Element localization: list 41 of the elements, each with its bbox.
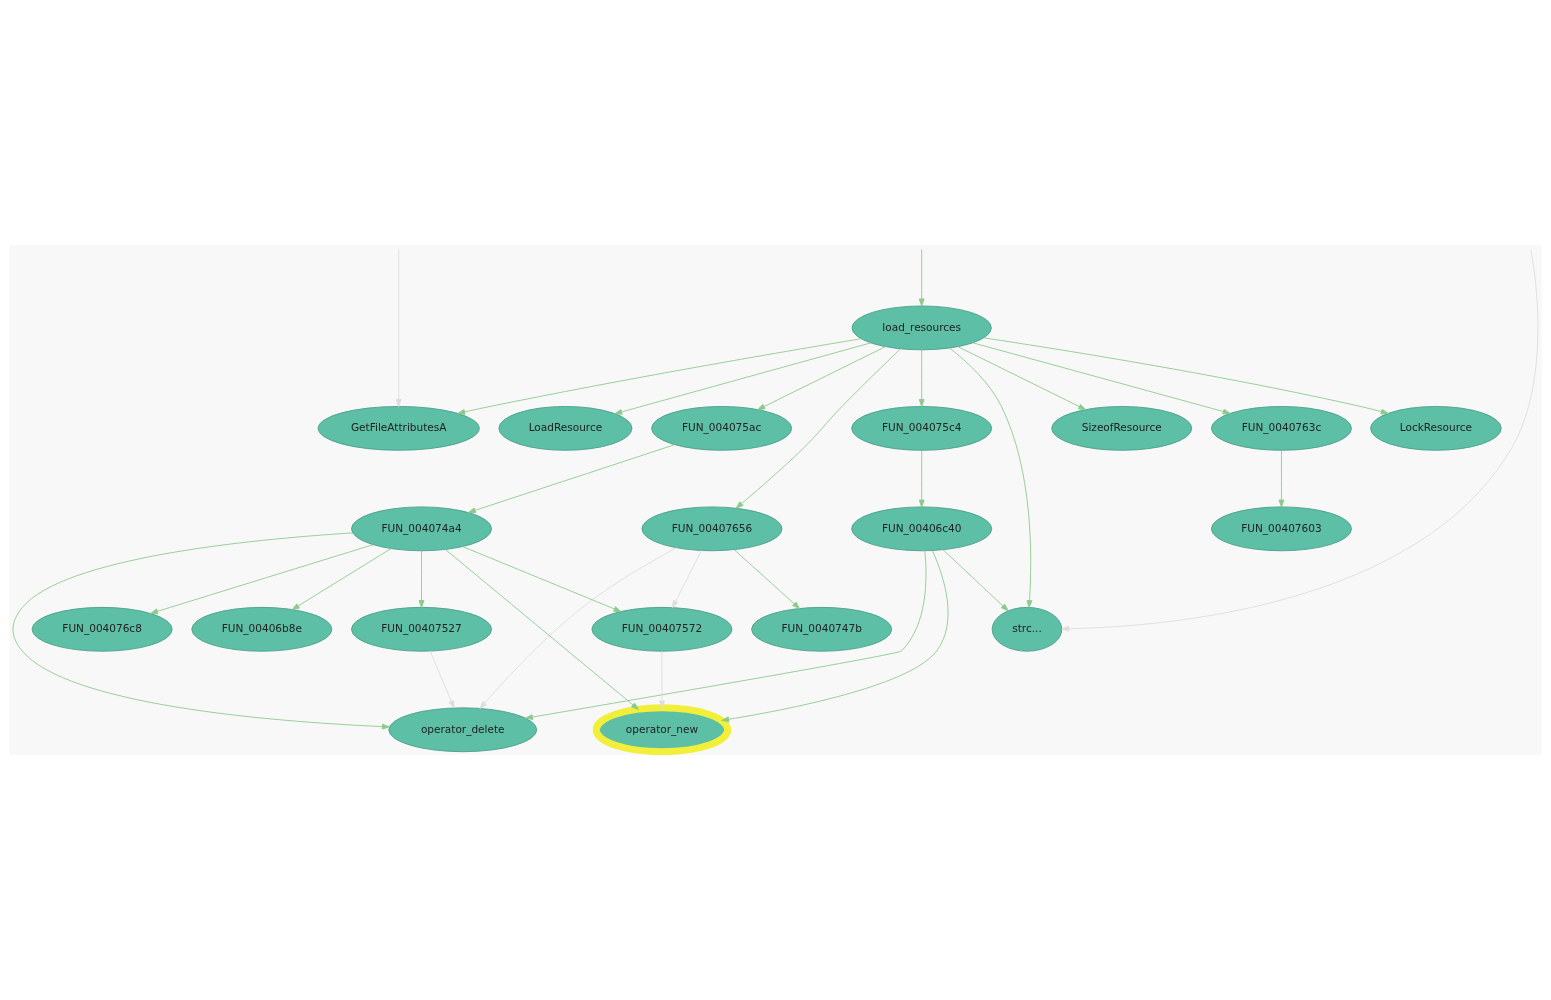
arrow — [457, 338, 862, 415]
arrow — [735, 348, 902, 509]
arrow — [462, 546, 622, 613]
arrow — [918, 349, 925, 408]
arrow — [1278, 449, 1285, 508]
node-ellipse: FUN_0040747b — [751, 606, 893, 652]
arrow — [479, 547, 678, 709]
arrow — [418, 550, 425, 608]
arrow — [972, 342, 1231, 415]
arrow — [757, 346, 887, 411]
arrow — [983, 337, 1389, 415]
node-ellipse: FUN_004075c4 — [851, 406, 993, 451]
node-ellipse: FUN_00407527 — [351, 606, 492, 652]
arrow — [721, 550, 949, 723]
node-ellipse: FUN_00406b8e — [191, 606, 333, 652]
node-ellipse: FUN_00406c40 — [851, 506, 993, 552]
node-ellipse: operator_delete — [388, 707, 538, 753]
arrow — [445, 549, 639, 710]
arrow — [1061, 248, 1539, 632]
arrow — [525, 550, 927, 720]
arrow — [949, 347, 1033, 609]
node-ellipse: load_resources — [851, 305, 992, 351]
arrow — [395, 248, 402, 408]
arrow — [942, 549, 1009, 612]
node-ellipse: FUN_00407603 — [1211, 506, 1352, 552]
arrow — [429, 650, 455, 709]
node-ellipse: strc... — [991, 606, 1063, 652]
arrow — [467, 444, 676, 514]
node-ellipse: SizeofResource — [1051, 406, 1193, 451]
arrow — [12, 532, 390, 730]
arrow — [733, 549, 800, 609]
arrow — [957, 346, 1087, 411]
arrow — [671, 549, 702, 609]
node-ellipse: FUN_004075ac — [651, 406, 793, 451]
arrow — [918, 449, 925, 508]
node-ellipse: FUN_00407656 — [641, 506, 783, 552]
arrow — [291, 548, 392, 611]
arrow — [659, 650, 665, 709]
arrow — [614, 342, 872, 415]
arrow — [150, 544, 374, 615]
arrow — [918, 248, 925, 307]
